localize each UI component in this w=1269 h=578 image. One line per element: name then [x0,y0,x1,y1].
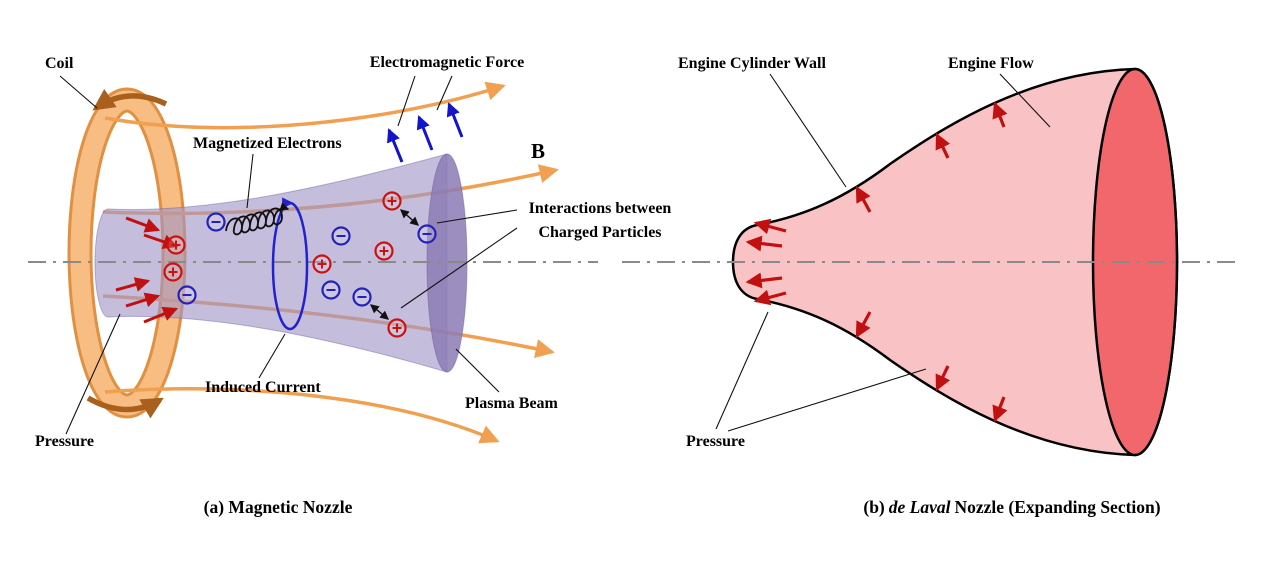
caption-b-suffix: Nozzle (Expanding Section) [954,497,1160,517]
electromagnetic-force-arrows [387,102,464,163]
positive-particle [166,235,186,255]
panel-b-overlays: Engine Cylinder Wall Engine Flow Pressur… [678,55,1161,517]
pressure-arrow [992,101,1008,128]
positive-particle [382,191,402,211]
label-electromagnetic-force: Electromagnetic Force [370,54,524,71]
pressure-arrow [745,235,783,252]
negative-particle [177,285,197,305]
negative-particle [417,224,437,244]
pressure-pointer-b-1 [715,311,769,430]
pointer-lines-a [59,75,518,435]
label-b-field: B [531,139,545,163]
label-magnetized-electrons: Magnetized Electrons [193,135,342,152]
em-force-arrow [387,128,404,163]
panel-a-overlays: Coil Electromagnetic Force Magnetized El… [35,54,671,517]
label-induced-current: Induced Current [205,379,321,396]
pressure-arrow [125,292,161,308]
field-line-bottom-outer [104,387,500,444]
plasma-beam [94,153,468,373]
negative-particle [321,280,341,300]
negative-particle [206,212,226,232]
label-coil: Coil [45,55,74,72]
caption-b-prefix: (b) [863,497,885,517]
label-engine-cylinder-wall: Engine Cylinder Wall [678,55,826,72]
pressure-arrows-b [745,101,1008,423]
label-plasma-beam: Plasma Beam [465,395,559,412]
pressure-arrow [855,185,872,213]
magnetized-electrons-pointer [246,153,254,209]
pressure-arrow [855,311,872,339]
positive-particle [387,318,407,338]
coil-current-arrows [86,88,168,419]
label-interactions-line2: Charged Particles [538,224,661,241]
coil-current-arrow-bottom [86,395,164,419]
plasma-beam-pointer [455,348,500,393]
pressure-arrow [935,132,951,159]
em-force-arrow [446,102,464,138]
induced-current-pointer [258,333,286,379]
interaction-arrow [369,304,390,320]
coil-current-arrow-top [92,88,168,111]
pressure-pointer-a [65,313,121,435]
engine-cylinder-wall-pointer [769,73,847,188]
plasma-beam-body [94,153,448,373]
interaction-arrows [369,209,420,320]
caption-a: (a) Magnetic Nozzle [204,497,353,517]
pressure-arrow [143,306,179,324]
pressure-arrow [992,396,1008,423]
label-engine-flow: Engine Flow [948,55,1034,72]
label-pressure-b: Pressure [686,433,745,450]
interactions-pointer-2 [400,227,518,309]
induced-current-loop-right [289,201,309,331]
pressure-arrow [745,272,783,289]
em-force-arrow [416,115,434,151]
engine-flow-pointer [999,73,1051,128]
coil-pointer [59,75,98,109]
pressure-arrows-a [115,216,179,324]
panel-a [67,81,559,444]
pointer-lines-b [715,73,1051,432]
positive-particle [374,241,394,261]
caption-b-italic: de Laval [889,497,951,517]
negative-particle [352,287,372,307]
em-force-pointer-1 [397,75,416,127]
pressure-arrow [125,216,161,233]
magnetized-electron-spiral [225,202,290,236]
label-interactions-line1: Interactions between [529,200,672,217]
interaction-arrow [399,209,420,226]
em-force-pointer-2 [436,75,453,111]
pressure-arrow [935,365,951,392]
interactions-pointer-1 [436,209,518,224]
pressure-pointer-b-2 [727,368,927,432]
field-line-top-outer [104,81,506,130]
positive-particle [163,262,183,282]
pressure-arrow [753,218,787,235]
positive-particle [312,254,332,274]
label-pressure-a: Pressure [35,433,94,450]
pressure-arrow [115,277,151,292]
pressure-arrow [753,289,787,306]
negative-particle [331,226,351,246]
